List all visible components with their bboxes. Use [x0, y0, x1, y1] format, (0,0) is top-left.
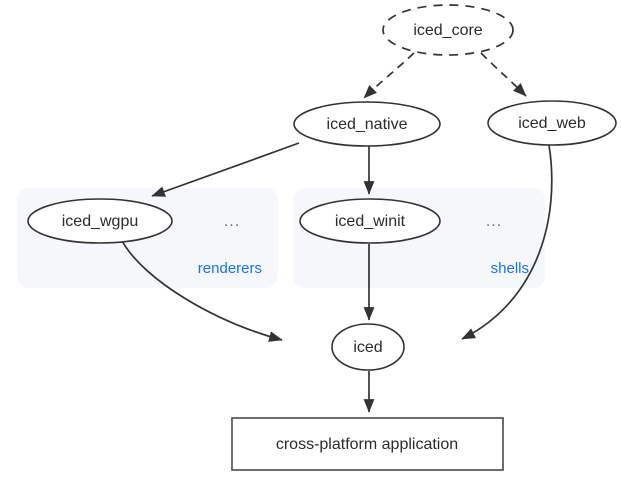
node-iced-winit-label: iced_winit [335, 213, 406, 230]
edge-iced-native-to-iced-wgpu [151, 142, 300, 197]
cluster-shells-label: shells [491, 260, 529, 277]
cluster-renderers-label: renderers [198, 260, 262, 277]
node-iced-web-shape[interactable] [487, 100, 617, 146]
edge-iced-wgpu-to-iced [121, 240, 283, 342]
node-iced-core[interactable]: iced_core [382, 4, 514, 56]
node-iced-wgpu-shape[interactable] [27, 198, 173, 244]
node-iced-native[interactable]: iced_native [293, 101, 441, 147]
node-iced-label: iced [353, 339, 382, 356]
node-application-label: cross-platform application [276, 436, 458, 453]
node-application[interactable]: cross-platform application [231, 417, 504, 471]
edge-iced-core-to-iced-web [480, 52, 527, 97]
node-iced-core-shape[interactable] [382, 4, 514, 56]
edge-iced-core-to-iced-native [363, 52, 415, 99]
node-iced-winit-shape[interactable] [299, 198, 441, 244]
node-iced-winit[interactable]: iced_winit [299, 198, 441, 244]
node-iced-shape[interactable] [331, 323, 405, 371]
node-iced-web-label: iced_web [518, 115, 586, 132]
cluster-shells-ellipsis: ... [486, 213, 502, 230]
node-iced-web[interactable]: iced_web [487, 100, 617, 146]
cluster-renderers-ellipsis: ... [224, 213, 240, 230]
node-iced-wgpu-label: iced_wgpu [62, 213, 139, 230]
node-iced[interactable]: iced [331, 323, 405, 371]
edge-iced-web-to-iced [461, 144, 553, 340]
node-iced-wgpu[interactable]: iced_wgpu [27, 198, 173, 244]
node-iced-native-shape[interactable] [293, 101, 441, 147]
edges-layer [121, 52, 553, 413]
node-application-shape[interactable] [231, 417, 504, 471]
node-iced-native-label: iced_native [327, 116, 408, 133]
node-iced-core-label: iced_core [413, 22, 482, 39]
